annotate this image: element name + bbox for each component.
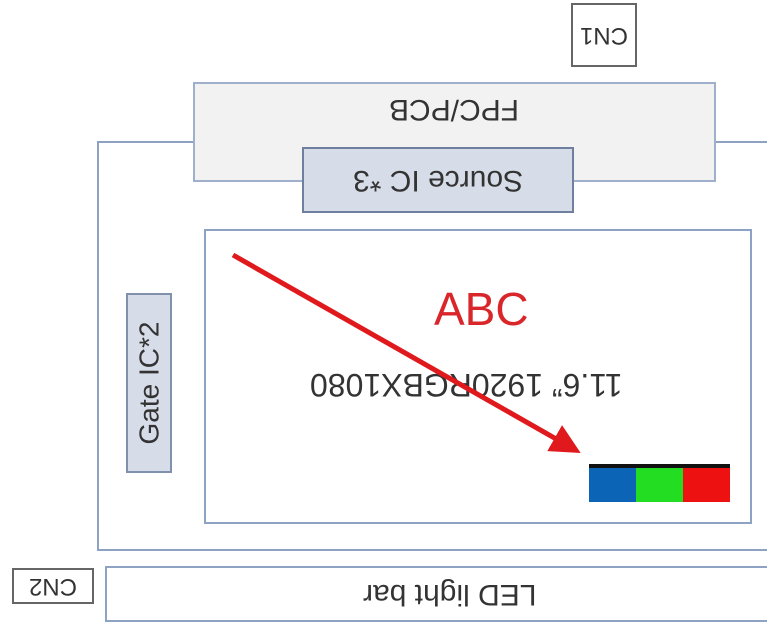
abc-label: ABC (434, 283, 529, 335)
fpc-pcb-block: FPC/PCB (193, 82, 716, 182)
swatch-blue (589, 468, 636, 502)
swatch-red (683, 468, 730, 502)
source-ic-block: Source IC *3 (302, 147, 574, 213)
arrow-line (231, 252, 581, 453)
rgb-swatch (589, 464, 730, 502)
swatch-green (636, 468, 683, 502)
cn2-label: CN2 (28, 573, 77, 600)
gate-ic-block: Gate IC*2 (126, 293, 172, 473)
led-light-bar-label: LED light bar (363, 578, 537, 611)
led-light-bar: LED light bar (105, 566, 767, 622)
cn2-connector: CN2 (12, 568, 94, 604)
cn1-connector: CN1 (571, 3, 637, 67)
